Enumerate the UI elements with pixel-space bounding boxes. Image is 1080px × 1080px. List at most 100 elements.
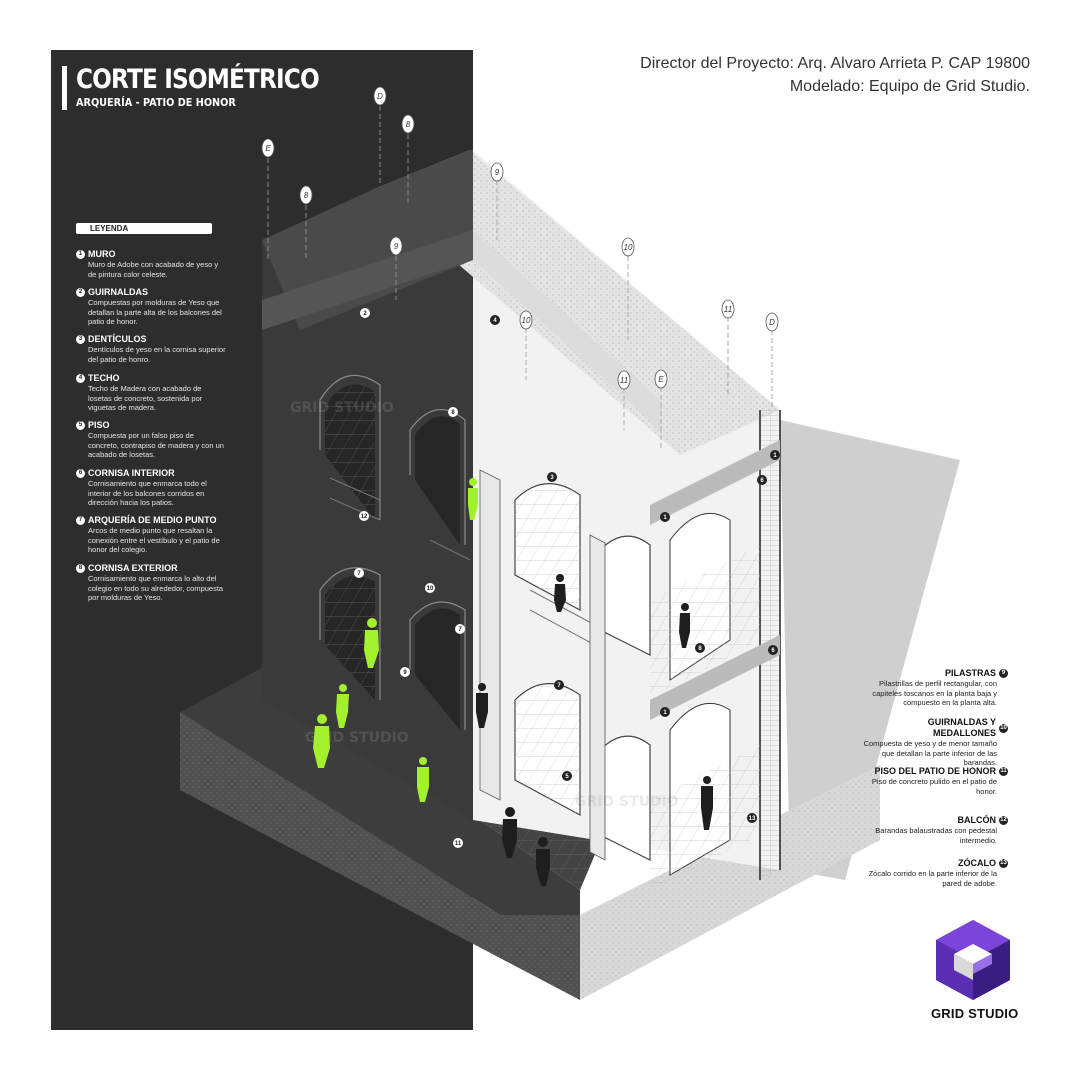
ground-slab-front-texture (180, 712, 580, 1000)
drawing-tag: 6 (771, 648, 775, 654)
page-title: CORTE ISOMÉTRICO (76, 64, 320, 95)
figure-green (364, 618, 379, 668)
grid-marker: 9 (394, 242, 399, 251)
right-legend-description: Pilastrillas de perfil rectangular, con … (872, 679, 997, 707)
cast-shadow (780, 420, 960, 880)
title-accent-bar (62, 66, 67, 110)
right-legend-description: Piso de concreto pulido en el patio de h… (871, 777, 997, 796)
legend-label: PISO (88, 420, 110, 430)
watermark-text: GRID STUDIO (575, 794, 679, 810)
grid-marker: D (769, 318, 775, 327)
drawing-tag-circles (354, 308, 780, 848)
figure-dark (536, 837, 550, 886)
legend-label: DENTÍCULOS (88, 334, 147, 344)
watermark-text: GRID STUDIO (305, 730, 409, 746)
grid-marker: 11 (724, 305, 732, 314)
legend-description: Compuesta por un falso piso de concreto,… (88, 431, 224, 459)
drawing-tag: 13 (749, 816, 756, 822)
figure-dark (554, 574, 566, 612)
drawing-tag: 7 (557, 683, 561, 689)
credit-director: Director del Proyecto: Arq. Alvaro Arrie… (640, 55, 1030, 72)
legend-label: GUIRNALDAS (88, 287, 148, 297)
legend-heading-label: LEYENDA (90, 224, 129, 233)
right-legend-label: ZÓCALO (958, 858, 996, 868)
grid-marker-circles (261, 86, 779, 390)
legend-description: Cornisamiento que enmarca todo el interi… (88, 479, 207, 507)
drawing-tag: 1 (663, 515, 667, 521)
arch-openings-tiles-dark (325, 384, 375, 700)
legend-label: MURO (88, 249, 116, 259)
legend-label: TECHO (88, 373, 120, 383)
right-legend-number: 10 (999, 723, 1008, 733)
drawing-tag: 4 (493, 318, 497, 324)
right-legend-number: 11 (999, 767, 1008, 776)
right-legend-number: 12 (999, 816, 1008, 825)
legend-number: 6 (76, 469, 85, 478)
drawing-tag: 2 (363, 311, 367, 317)
upper-slab (650, 440, 780, 525)
page-subtitle: ARQUERÍA - PATIO DE HONOR (76, 96, 236, 109)
brand-name: GRID STUDIO (931, 1006, 1019, 1021)
drawing-tag: 11 (455, 841, 462, 847)
drawing-tag: 9 (403, 670, 407, 676)
legend-label: CORNISA EXTERIOR (88, 563, 178, 573)
grid-axis-lines (267, 106, 773, 450)
drawing-tag: 3 (550, 475, 554, 481)
legend-description: Muro de Adobe con acabado de yeso y de p… (88, 260, 219, 279)
figure-green (468, 478, 478, 520)
drawing-tag: 1 (773, 453, 777, 459)
legend-description: Arcos de medio punto que resaltan la con… (88, 526, 220, 554)
grid-marker: E (265, 144, 271, 153)
cornice-light (473, 230, 660, 430)
drawing-tag: 8 (451, 410, 455, 416)
drawing-tag: 6 (760, 478, 764, 484)
mid-slab (650, 635, 780, 720)
grid-marker: 10 (522, 316, 531, 325)
drawing-tag: 7 (357, 571, 361, 577)
drawing-tag: 8 (698, 646, 702, 652)
drawing-tag: 7 (458, 627, 462, 633)
right-legend-description: Barandas balaustradas con pedestal inter… (875, 826, 997, 845)
drawing-tag: 5 (565, 774, 569, 780)
highlighted-figures (313, 478, 478, 802)
right-legend-label: GUIRNALDAS Y MEDALLONES (927, 717, 997, 738)
legend-heading: LEYENDA (76, 223, 212, 234)
legend-label: CORNISA INTERIOR (88, 468, 175, 478)
balcony-rails (329, 477, 596, 646)
roof-top-texture (372, 150, 780, 455)
legend-number: 7 (76, 516, 85, 525)
legend-description: Compuestas por molduras de Yeso que deta… (88, 298, 222, 326)
drawing-tag-labels: 2 4 8 3 12 7 10 9 7 5 11 1 6 1 6 8 7 1 1… (357, 311, 777, 847)
drawing-tag: 12 (361, 514, 368, 520)
right-legend-description: Zócalo corrido en la parte inferior de l… (868, 869, 997, 888)
legend-description: Dentículos de yeso en la cornisa superio… (88, 345, 226, 364)
figure-green (313, 714, 330, 768)
grid-marker: D (377, 92, 383, 101)
ground-slab-right-texture (580, 765, 880, 1000)
grid-marker-labels: E D 8 8 9 9 10 10 11 11 E D (265, 92, 775, 385)
interior-floor-upper (650, 545, 760, 700)
legend-description: Techo de Madera con acabado de losetas d… (88, 384, 203, 412)
right-legend-label: PILASTRAS (944, 668, 996, 678)
drawing-tag: 1 (663, 710, 667, 716)
right-legend-description: Compuesta de yeso y de menor tamaño que … (863, 739, 997, 767)
legend-number: 2 (76, 288, 85, 297)
grid-marker: 11 (620, 376, 628, 385)
cornice-dark (262, 230, 473, 330)
legend-description: Cornisamiento que enmarca lo alto del co… (88, 574, 224, 602)
grid-marker: 9 (495, 168, 500, 177)
legend-number: 3 (76, 335, 85, 344)
figure-dark (476, 683, 488, 728)
drawing-tag: 10 (427, 586, 434, 592)
grid-marker: 8 (304, 191, 309, 200)
